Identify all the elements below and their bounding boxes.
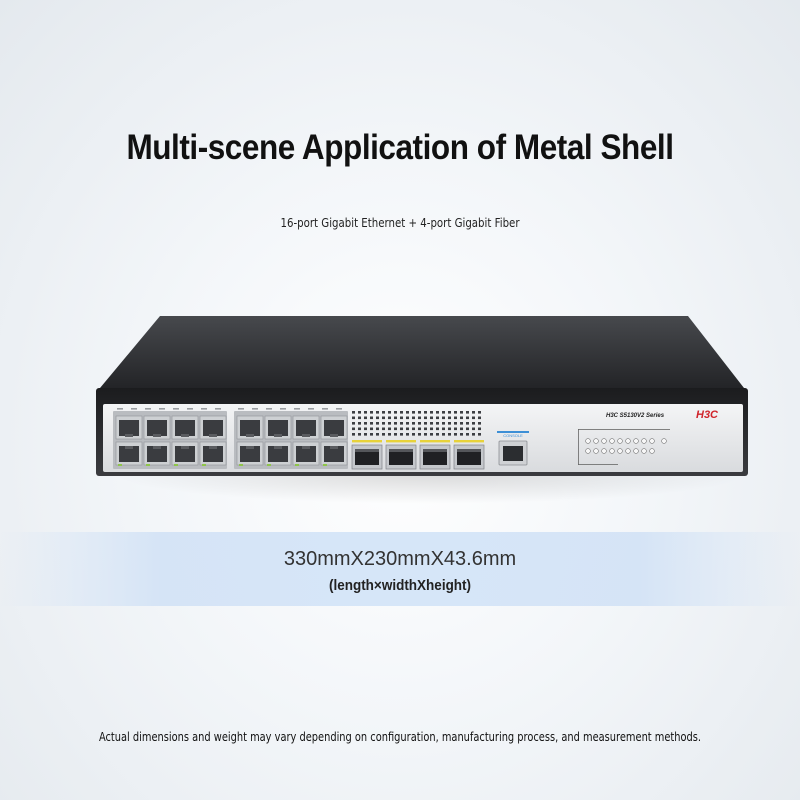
vent-grid [352,411,481,436]
sfp-port [385,440,417,470]
brand-logo: H3C [696,409,719,421]
page-title: Multi-scene Application of Metal Shell [126,128,674,167]
sfp-port [419,440,451,470]
dimensions-value: 330mmX230mmX43.6mm [283,548,517,570]
rj45-ports [113,408,348,469]
rj45-port [199,441,227,466]
rj45-port [320,441,348,466]
model-text: H3C S5130V2 Series [606,413,665,419]
dimensions-note: (length×widthXheight) [328,577,472,594]
rj45-port [264,441,292,466]
rj45-port [320,415,348,440]
rj45-port [199,415,227,440]
dimension-band [0,532,800,606]
sfp-ports [351,440,485,470]
sfp-port [453,440,485,470]
sfp-port [351,440,383,470]
switch-shadow [110,474,750,504]
rj45-port [171,441,199,466]
page-subtitle: 16-port Gigabit Ethernet + 4-port Gigabi… [280,216,520,230]
rj45-port [236,441,264,466]
rj45-port [115,441,143,466]
chassis-top [100,316,744,388]
rj45-port [292,415,320,440]
rj45-port [264,415,292,440]
status-led-panel [585,438,667,454]
rj45-port [143,441,171,466]
rj45-port [171,415,199,440]
rj45-port [143,415,171,440]
console-port: CONSOLE [497,431,529,466]
rj45-port [292,441,320,466]
rj45-port [236,415,264,440]
disclaimer-text: Actual dimensions and weight may vary de… [98,730,702,744]
console-label: CONSOLE [503,433,523,438]
rj45-port [115,415,143,440]
